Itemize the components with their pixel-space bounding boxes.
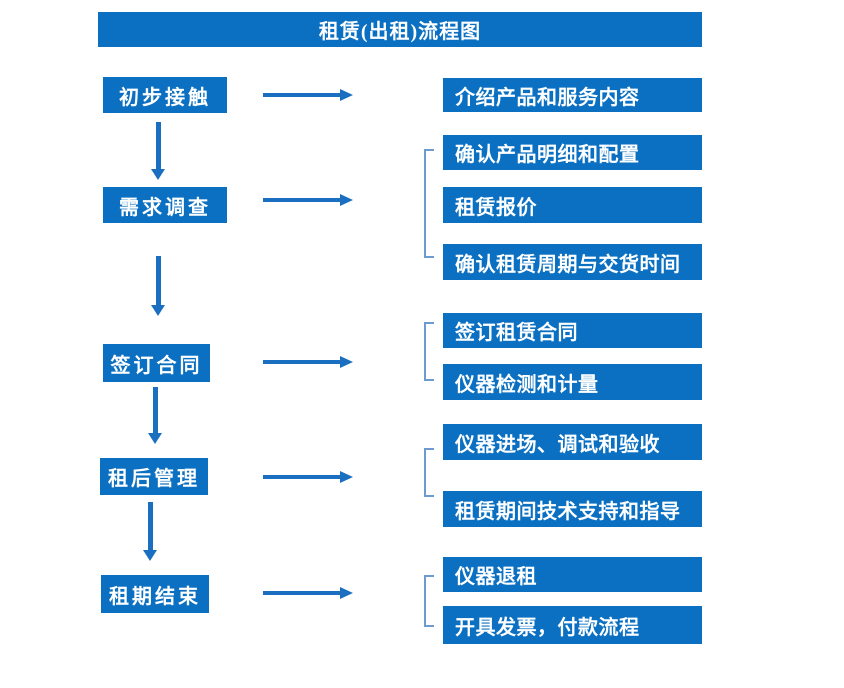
arrow-head-icon bbox=[340, 471, 353, 483]
detail-label: 介绍产品和服务内容 bbox=[455, 86, 640, 109]
right-arrow-step5 bbox=[263, 587, 353, 599]
detail-label: 开具发票，付款流程 bbox=[455, 616, 640, 639]
group-bracket-step2 bbox=[424, 149, 434, 258]
step-label: 初步接触 bbox=[119, 86, 211, 109]
detail-box-instrument-testing: 仪器检测和计量 bbox=[443, 364, 702, 400]
detail-box-invoice-payment: 开具发票，付款流程 bbox=[443, 606, 702, 644]
right-arrow-step3 bbox=[263, 356, 353, 368]
detail-box-technical-support: 租赁期间技术支持和指导 bbox=[443, 491, 702, 527]
detail-label: 签订租赁合同 bbox=[455, 322, 578, 344]
step-box-sign-contract: 签订合同 bbox=[103, 344, 210, 382]
arrow-head-icon bbox=[151, 305, 165, 316]
detail-box-rental-quote: 租赁报价 bbox=[443, 187, 702, 223]
right-arrow-step2 bbox=[263, 194, 353, 206]
arrow-shaft bbox=[263, 198, 341, 202]
step-box-demand-survey: 需求调查 bbox=[103, 187, 227, 223]
detail-label: 仪器退租 bbox=[455, 566, 537, 588]
arrow-shaft bbox=[155, 122, 161, 170]
down-arrow-3 bbox=[148, 387, 162, 444]
detail-label: 租赁报价 bbox=[455, 196, 537, 219]
arrow-shaft bbox=[263, 93, 341, 97]
detail-label: 租赁期间技术支持和指导 bbox=[455, 500, 681, 523]
step-label: 签订合同 bbox=[110, 354, 203, 377]
detail-box-instrument-return: 仪器退租 bbox=[443, 557, 702, 592]
arrow-shaft bbox=[147, 502, 153, 551]
detail-box-confirm-period-delivery: 确认租赁周期与交货时间 bbox=[443, 244, 702, 280]
group-bracket-step3 bbox=[424, 322, 434, 381]
arrow-shaft bbox=[263, 591, 341, 595]
arrow-head-icon bbox=[340, 194, 353, 206]
right-arrow-step4 bbox=[263, 471, 353, 483]
down-arrow-4 bbox=[143, 502, 157, 561]
step-box-lease-end: 租期结束 bbox=[101, 575, 209, 613]
detail-label: 仪器检测和计量 bbox=[455, 373, 599, 396]
detail-label: 仪器进场、调试和验收 bbox=[455, 433, 660, 456]
right-arrow-step1 bbox=[263, 89, 353, 101]
step-box-post-rental-management: 租后管理 bbox=[100, 458, 208, 495]
step-box-initial-contact: 初步接触 bbox=[103, 77, 227, 113]
down-arrow-1 bbox=[151, 122, 165, 180]
step-label: 租期结束 bbox=[109, 585, 201, 608]
flowchart-title: 租赁(出租)流程图 bbox=[318, 21, 482, 43]
group-bracket-step4 bbox=[424, 448, 434, 497]
arrow-head-icon bbox=[340, 587, 353, 599]
flowchart-title-bar: 租赁(出租)流程图 bbox=[98, 12, 702, 47]
detail-label: 确认产品明细和配置 bbox=[455, 144, 640, 166]
arrow-shaft bbox=[263, 360, 341, 364]
down-arrow-2 bbox=[151, 256, 165, 316]
arrow-shaft bbox=[152, 387, 158, 434]
step-label: 租后管理 bbox=[108, 468, 200, 490]
detail-box-intro-products: 介绍产品和服务内容 bbox=[443, 78, 702, 112]
detail-box-instrument-arrival-acceptance: 仪器进场、调试和验收 bbox=[443, 424, 702, 460]
detail-box-confirm-product-config: 确认产品明细和配置 bbox=[443, 135, 702, 170]
detail-box-sign-rental-contract: 签订租赁合同 bbox=[443, 313, 702, 348]
arrow-head-icon bbox=[340, 89, 353, 101]
arrow-head-icon bbox=[143, 550, 157, 561]
step-label: 需求调查 bbox=[119, 196, 211, 219]
arrow-head-icon bbox=[151, 169, 165, 180]
arrow-shaft bbox=[155, 256, 161, 306]
arrow-shaft bbox=[263, 475, 341, 479]
detail-label: 确认租赁周期与交货时间 bbox=[455, 253, 681, 276]
arrow-head-icon bbox=[340, 356, 353, 368]
arrow-head-icon bbox=[148, 433, 162, 444]
group-bracket-step5 bbox=[424, 575, 434, 627]
